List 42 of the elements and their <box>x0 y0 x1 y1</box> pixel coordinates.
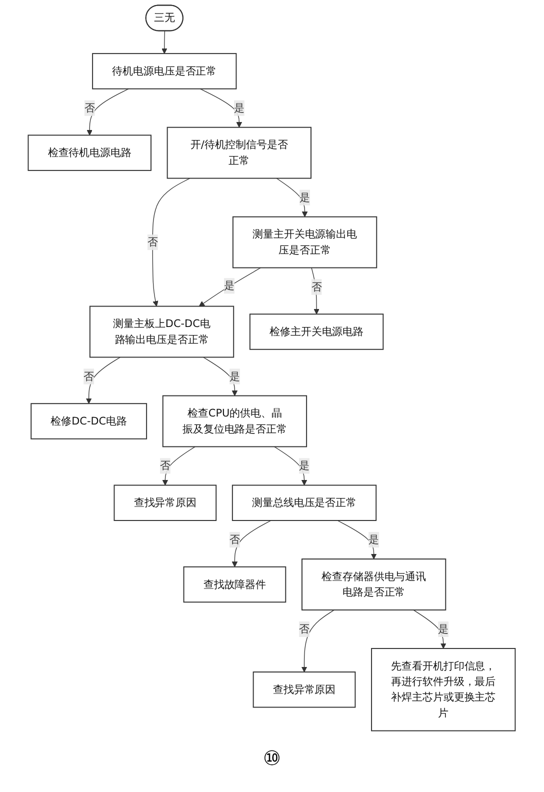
edge-label: 是 <box>368 533 380 546</box>
node-box: 测量主开关电源输出电压是否正常 <box>232 216 378 268</box>
arrow <box>413 610 447 649</box>
edge-label: 是 <box>299 459 310 472</box>
edge-label: 否 <box>84 370 94 382</box>
arrow <box>162 446 196 486</box>
node-box: 测量主板上DC-DC电路输出电压是否正常 <box>90 306 234 358</box>
arrow <box>200 88 242 128</box>
edge-label: 否 <box>148 236 158 248</box>
arrow <box>232 520 272 568</box>
node-box: 先查看开机打印信息，再进行软件升级，最后补焊主芯片或更换主芯片 <box>371 648 516 732</box>
edge-label: 否 <box>230 533 240 546</box>
arrow <box>337 520 377 560</box>
arrow <box>302 610 335 672</box>
node-box: 检查CPU的供电、晶振及复位电路是否正常 <box>162 395 308 448</box>
arrow <box>274 446 308 486</box>
figure-caption: ⑩ <box>262 746 282 770</box>
edge-label: 是 <box>234 102 245 114</box>
node-box: 查找故障器件 <box>184 566 286 603</box>
node-box: 检查待机电源电路 <box>28 134 152 171</box>
edge-label: 是 <box>438 622 449 636</box>
edge-label: 是 <box>300 191 310 204</box>
node-box: 检修主开关电源电路 <box>250 314 384 350</box>
node-box: 开/待机控制信号是否正常 <box>167 126 312 179</box>
edge-label: 否 <box>312 280 322 293</box>
edge-label: 否 <box>84 102 96 114</box>
arrow <box>162 30 168 54</box>
edge-label: 是 <box>224 279 235 292</box>
node-box: 待机电源电压是否正常 <box>92 53 237 90</box>
node-box: 测量总线电压是否正常 <box>232 484 377 521</box>
arrow <box>199 267 262 307</box>
arrow <box>152 178 190 307</box>
arrow <box>86 356 121 404</box>
edge-label: 否 <box>299 622 310 636</box>
edge-label: 是 <box>230 370 240 382</box>
node-box: 查找异常原因 <box>114 484 217 521</box>
node-box: 检查存储器供电与通讯电路是否正常 <box>302 558 446 610</box>
edge-label: 否 <box>160 459 171 472</box>
node-box: 查找异常原因 <box>253 672 356 708</box>
arrow <box>87 88 130 136</box>
arrow <box>203 356 238 396</box>
node-box: 检修DC-DC电路 <box>30 403 148 440</box>
